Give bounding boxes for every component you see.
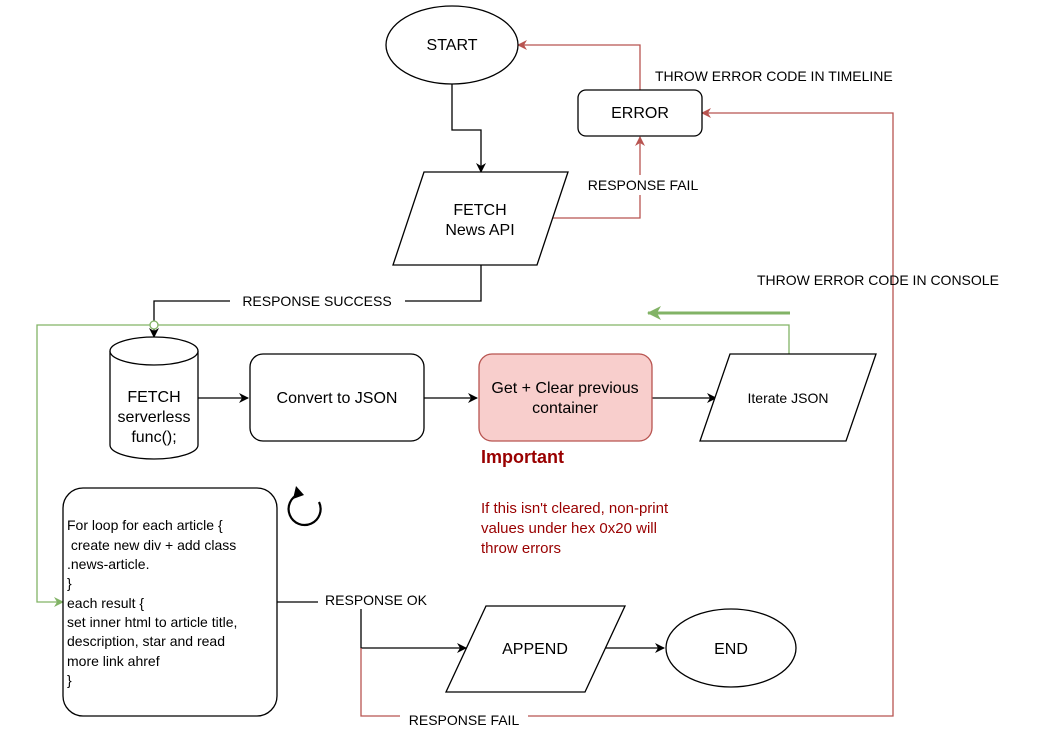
warning-title: Important bbox=[481, 447, 564, 467]
warning-line-3: throw errors bbox=[481, 540, 561, 557]
serverless-label-2: serverless bbox=[118, 409, 191, 426]
clear-container-label-2: container bbox=[532, 400, 598, 417]
label-response-fail-top: RESPONSE FAIL bbox=[588, 177, 699, 193]
edge-loop-to-error bbox=[360, 108, 894, 717]
edge-error-to-start bbox=[517, 40, 641, 90]
label-bg-response-fail-top bbox=[578, 175, 708, 195]
fetch-news-label-2: News API bbox=[445, 222, 514, 239]
error-node: ERROR bbox=[577, 89, 703, 137]
iterate-json-node: Iterate JSON bbox=[699, 353, 877, 442]
edge-start-to-fetch bbox=[451, 84, 486, 173]
label-bg-response-fail-bottom bbox=[400, 710, 528, 730]
loop-code-line-7: description, star and read bbox=[67, 633, 225, 649]
edge-crossing-hop bbox=[149, 320, 159, 330]
label-throw-timeline: THROW ERROR CODE IN TIMELINE bbox=[655, 68, 893, 84]
label-bg-response-ok bbox=[318, 591, 436, 609]
loop-code-line-5: each result { bbox=[67, 595, 144, 611]
label-response-ok: RESPONSE OK bbox=[325, 592, 428, 608]
serverless-label-1: FETCH bbox=[127, 389, 180, 406]
error-label: ERROR bbox=[611, 105, 669, 122]
loop-code-line-2: create new div + add class bbox=[67, 537, 236, 553]
refresh-icon bbox=[287, 486, 322, 527]
convert-json-node: Convert to JSON bbox=[249, 353, 425, 442]
label-bg-response-success bbox=[230, 292, 405, 310]
start-label: START bbox=[427, 37, 478, 54]
start-node: START bbox=[385, 5, 519, 85]
fetch-serverless-node: FETCH serverless func(); bbox=[109, 336, 199, 460]
fetch-news-label-1: FETCH bbox=[453, 202, 506, 219]
loop-code-line-6: set inner html to article title, bbox=[67, 614, 237, 630]
label-response-fail-bottom: RESPONSE FAIL bbox=[409, 712, 520, 728]
warning-line-2: values under hex 0x20 will bbox=[481, 520, 657, 537]
loop-code-node: For loop for each article { create new d… bbox=[62, 487, 278, 717]
loop-code-line-1: For loop for each article { bbox=[67, 517, 223, 533]
clear-container-label-1: Get + Clear previous bbox=[491, 380, 638, 397]
loop-code-line-8: more link ahref bbox=[67, 653, 160, 669]
label-response-success: RESPONSE SUCCESS bbox=[242, 293, 391, 309]
edge-fetch-to-error bbox=[548, 136, 645, 219]
iterate-json-label: Iterate JSON bbox=[748, 390, 829, 406]
loop-code-line-9: } bbox=[67, 672, 72, 688]
loop-code-line-3: .news-article. bbox=[67, 556, 149, 572]
append-node: APPEND bbox=[444, 605, 627, 693]
label-throw-console: THROW ERROR CODE IN CONSOLE bbox=[757, 272, 999, 288]
end-label: END bbox=[714, 641, 748, 658]
serverless-label-3: func(); bbox=[131, 429, 176, 446]
fetch-news-node: FETCH News API bbox=[392, 171, 569, 266]
warning-line-1: If this isn't cleared, non-print bbox=[481, 500, 669, 517]
append-label: APPEND bbox=[502, 641, 568, 658]
edge-iterate-to-loop bbox=[36, 324, 790, 607]
clear-container-node: Get + Clear previous container bbox=[478, 353, 653, 442]
loop-code-line-4: } bbox=[67, 575, 72, 591]
convert-json-label: Convert to JSON bbox=[277, 390, 398, 407]
end-node: END bbox=[665, 608, 797, 688]
